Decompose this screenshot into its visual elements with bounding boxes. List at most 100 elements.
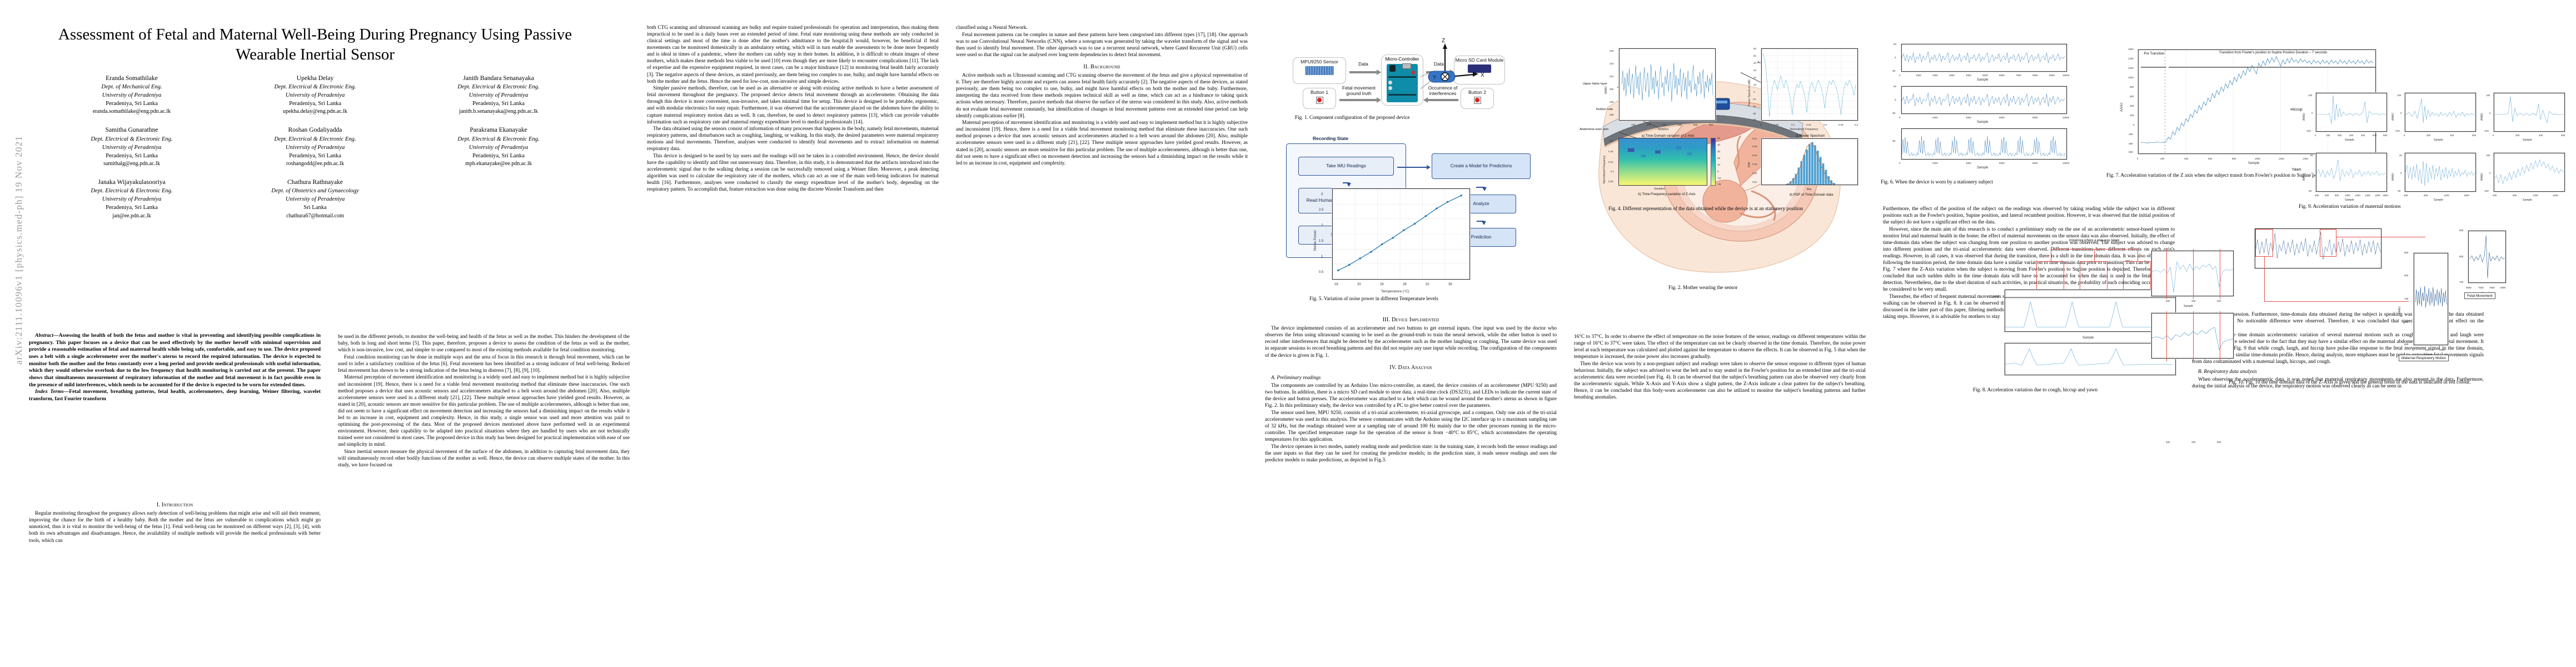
section-heading-device: III. Device Implemented [1382,317,1439,323]
y-tick: 1 [1321,255,1323,258]
flow-box-create-model: Create a Model for Predictions [1432,153,1531,179]
section-heading-background: II. Background [1083,63,1120,70]
x-tick: 0.3 [1855,123,1858,126]
yawn-trace-2 [2405,161,2475,186]
y-tick: 280 [1610,113,1614,116]
author-email: eranda.somathilake@eng.pdn.ac.lk [92,108,171,115]
label-abdominal-outer-skin: Abdominal outer skin [1580,128,1609,131]
node-label: Micro-Controller [1385,56,1419,62]
author-block: Parakrama Ekanayake Dept. Electrical & E… [407,126,590,168]
plot-axes [1619,48,1716,121]
label-maternal-respiratory-motion: Maternal Respiratory Motion [2399,355,2449,361]
x-tick: 500 [2217,441,2221,444]
author-row-2: Samitha Gunarathne Dept. Electrical & El… [29,126,601,168]
x-tick: 400 [2493,194,2497,197]
node-label: Button 1 [1310,89,1328,95]
y-tick: -20 [1752,105,1756,108]
y-tick: 750 [2404,297,2409,300]
hiccup-trace-2 [2405,98,2475,123]
y-tick: -100 [2484,190,2489,192]
y-tick: 0.06 [1752,145,1757,148]
x-tick: 600 [2208,157,2213,160]
x-tick: 10000 [2062,116,2070,119]
anatomy-illustration-svg [1598,81,1841,273]
plot-axes [1901,44,2067,72]
author-university: University of Peradeniya [285,92,345,98]
author-dept: Dept. Electrical & Electronic Eng. [91,188,173,195]
row-label-hiccup: Hiccup [2290,108,2303,112]
y-tick: 1.5 [1319,240,1324,243]
x-tick: 200 [2515,134,2520,137]
x-tick: 5000 [1982,74,1988,77]
x-tick: 0 [1899,74,1901,77]
x-tick: 0 [2413,349,2414,351]
fig5-noise-power-plot: 3 2.5 2 1.5 1 0.5 16 20 24 28 32 36 Temp… [1313,188,1471,293]
y-axis-label: Normalized Frequency [1603,155,1606,183]
y-tick: -50 [1892,69,1896,72]
y-tick: 700 [2404,321,2409,323]
x-axis-label: Normalized Frequency [1790,128,1818,131]
figure-2-caption: Fig. 2. Mother wearing the sensor [1668,285,1738,290]
callout-line-horizontal [2264,301,2409,302]
paragraph: Active methods such as Ultrasound scanni… [956,73,1248,119]
paragraph: Furthermore, the effect of the position … [1883,206,2175,226]
subcaption-d: d) PDF of Time Domain data [1789,193,1833,197]
figure-6: 50 0 -50 0 1000 2000 3000 4000 5000 6000… [1873,24,2173,191]
x-tick: 24 [1380,283,1384,286]
plot-axes [2316,93,2387,132]
svg-text:Y: Y [1433,74,1436,80]
y-tick: -20 [2397,190,2401,192]
paragraph: When observing the accelerometric data, … [2192,377,2484,390]
x-axis-label: Sample [2523,138,2532,142]
y-tick: 100 [2486,154,2490,157]
x-tick: 0 [1760,123,1762,126]
fig9-hiccup-3: 100 0 -100 0 200 400 600 Sample AAAU [2480,92,2565,142]
y-tick: 290 [1610,101,1614,103]
paragraph: Then the device was worn by a non-pregna… [1574,361,1866,401]
plot-axes [2005,343,2176,375]
y-tick: 30 [1753,69,1756,72]
y-tick: 0.05 [1608,180,1613,183]
arrow-label-data-2: Data [1434,61,1444,67]
figure-6-caption: Fig. 6. When the device is worn by a sta… [1881,179,1993,185]
figure-5-caption: Fig. 5. Variation of noise power in diff… [1309,296,1438,301]
y-tick: 0.1 [1611,170,1615,173]
author-name: Parakrama Ekanayake [470,126,527,134]
x-tick: 300 [2166,441,2170,444]
x-tick: 1200 [2533,194,2538,197]
svg-text:X: X [1481,72,1484,78]
y-tick: -50 [2308,190,2312,192]
x-tick: 0.15 [1806,123,1811,126]
x-tick: 28 [1403,283,1407,286]
x-tick: 600 [2325,194,2329,197]
author-email: chathura67@hotmail.com [286,212,344,219]
column-1: I. Introduction Regular monitoring throu… [29,496,321,663]
y-tick: 800 [2459,255,2464,258]
subcaption-c: c) Power Spectrum [1795,134,1825,138]
author-university: University of Peradeniya [469,144,529,151]
arrow-button1-to-mcu [1339,97,1381,103]
figure-10-caption: Fig. 10. Fig. 10 the time domain data of… [2229,379,2471,385]
arrow-button2-to-mcu [1423,97,1458,103]
fig8-step-plot: 1000 Sample [1994,289,2176,340]
hiccup-trace-3 [2494,96,2564,123]
paragraph: both CTG scanning and ultrasound scannin… [647,25,939,84]
author-row-1: Eranda Somathilake Dept. of Mechanical E… [29,74,601,116]
y-tick: 2.5 [1319,208,1324,212]
column-4: classified using a Neural Network. Fetal… [956,24,1248,667]
y-tick: 50 [1894,85,1896,88]
spectrogram-heatmap [1619,138,1707,185]
figure-5: 3 2.5 2 1.5 1 0.5 16 20 24 28 32 36 Temp… [1278,183,1556,314]
step-trace-2 [2005,348,2173,366]
paragraph: However, since the main aim of this rese… [1883,226,2175,293]
x-tick: 1400 [2365,194,2370,197]
y-axis-label: AAAU [2480,173,2484,181]
y-tick: 0 [1895,98,1896,101]
x-axis-label: Sample [2184,305,2193,308]
step-trace [2005,297,2175,327]
paragraph: Maternal perception of movement identifi… [338,375,630,448]
figure-2: Accelerometer Upper fabric layer Rubber … [1574,24,1866,313]
column-8: stationary during a session. Furthermore… [2192,311,2484,667]
x-tick: 0.05 [1774,123,1779,126]
